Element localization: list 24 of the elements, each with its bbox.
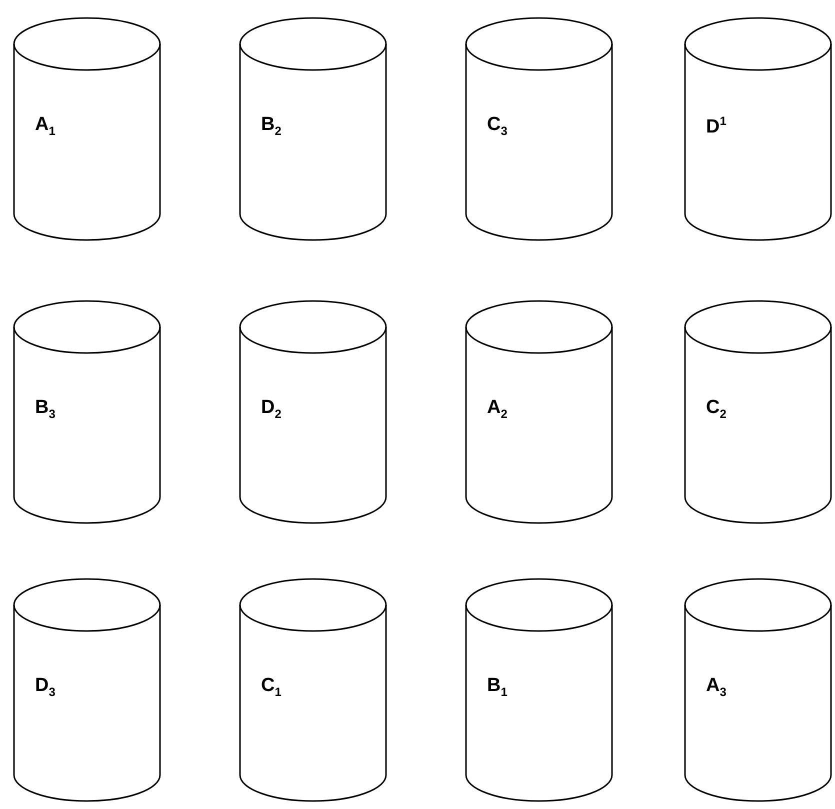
cylinder: [13, 17, 161, 241]
cylinder: [684, 17, 832, 241]
cylinder-label: A$_{3}$: [706, 676, 726, 698]
cylinder: [239, 17, 387, 241]
cylinder-label: C$_{1}$: [261, 676, 282, 698]
cylinder: [13, 300, 161, 524]
cylinder: [239, 578, 387, 802]
cylinder-label: D$^{1}$: [706, 115, 726, 136]
cylinder: [465, 578, 613, 802]
cylinder-label: C$_{3}$: [487, 115, 508, 137]
cylinder-label: B$_{2}$: [261, 115, 282, 137]
cylinder-label: C$_{2}$: [706, 398, 726, 420]
cylinder-label: B$_{3}$: [35, 398, 56, 420]
cylinder-label: D$_{2}$: [261, 398, 282, 420]
cylinder-label: A$_{2}$: [487, 398, 508, 420]
cylinder: [13, 578, 161, 802]
cylinder-label: D$_{3}$: [35, 676, 56, 698]
cylinder-label: B$_{1}$: [487, 676, 508, 698]
cylinder: [684, 300, 832, 524]
cylinder-label: A$_{1}$: [35, 115, 56, 137]
cylinder: [684, 578, 832, 802]
cylinder: [465, 300, 613, 524]
cylinder: [239, 300, 387, 524]
cylinder: [465, 17, 613, 241]
